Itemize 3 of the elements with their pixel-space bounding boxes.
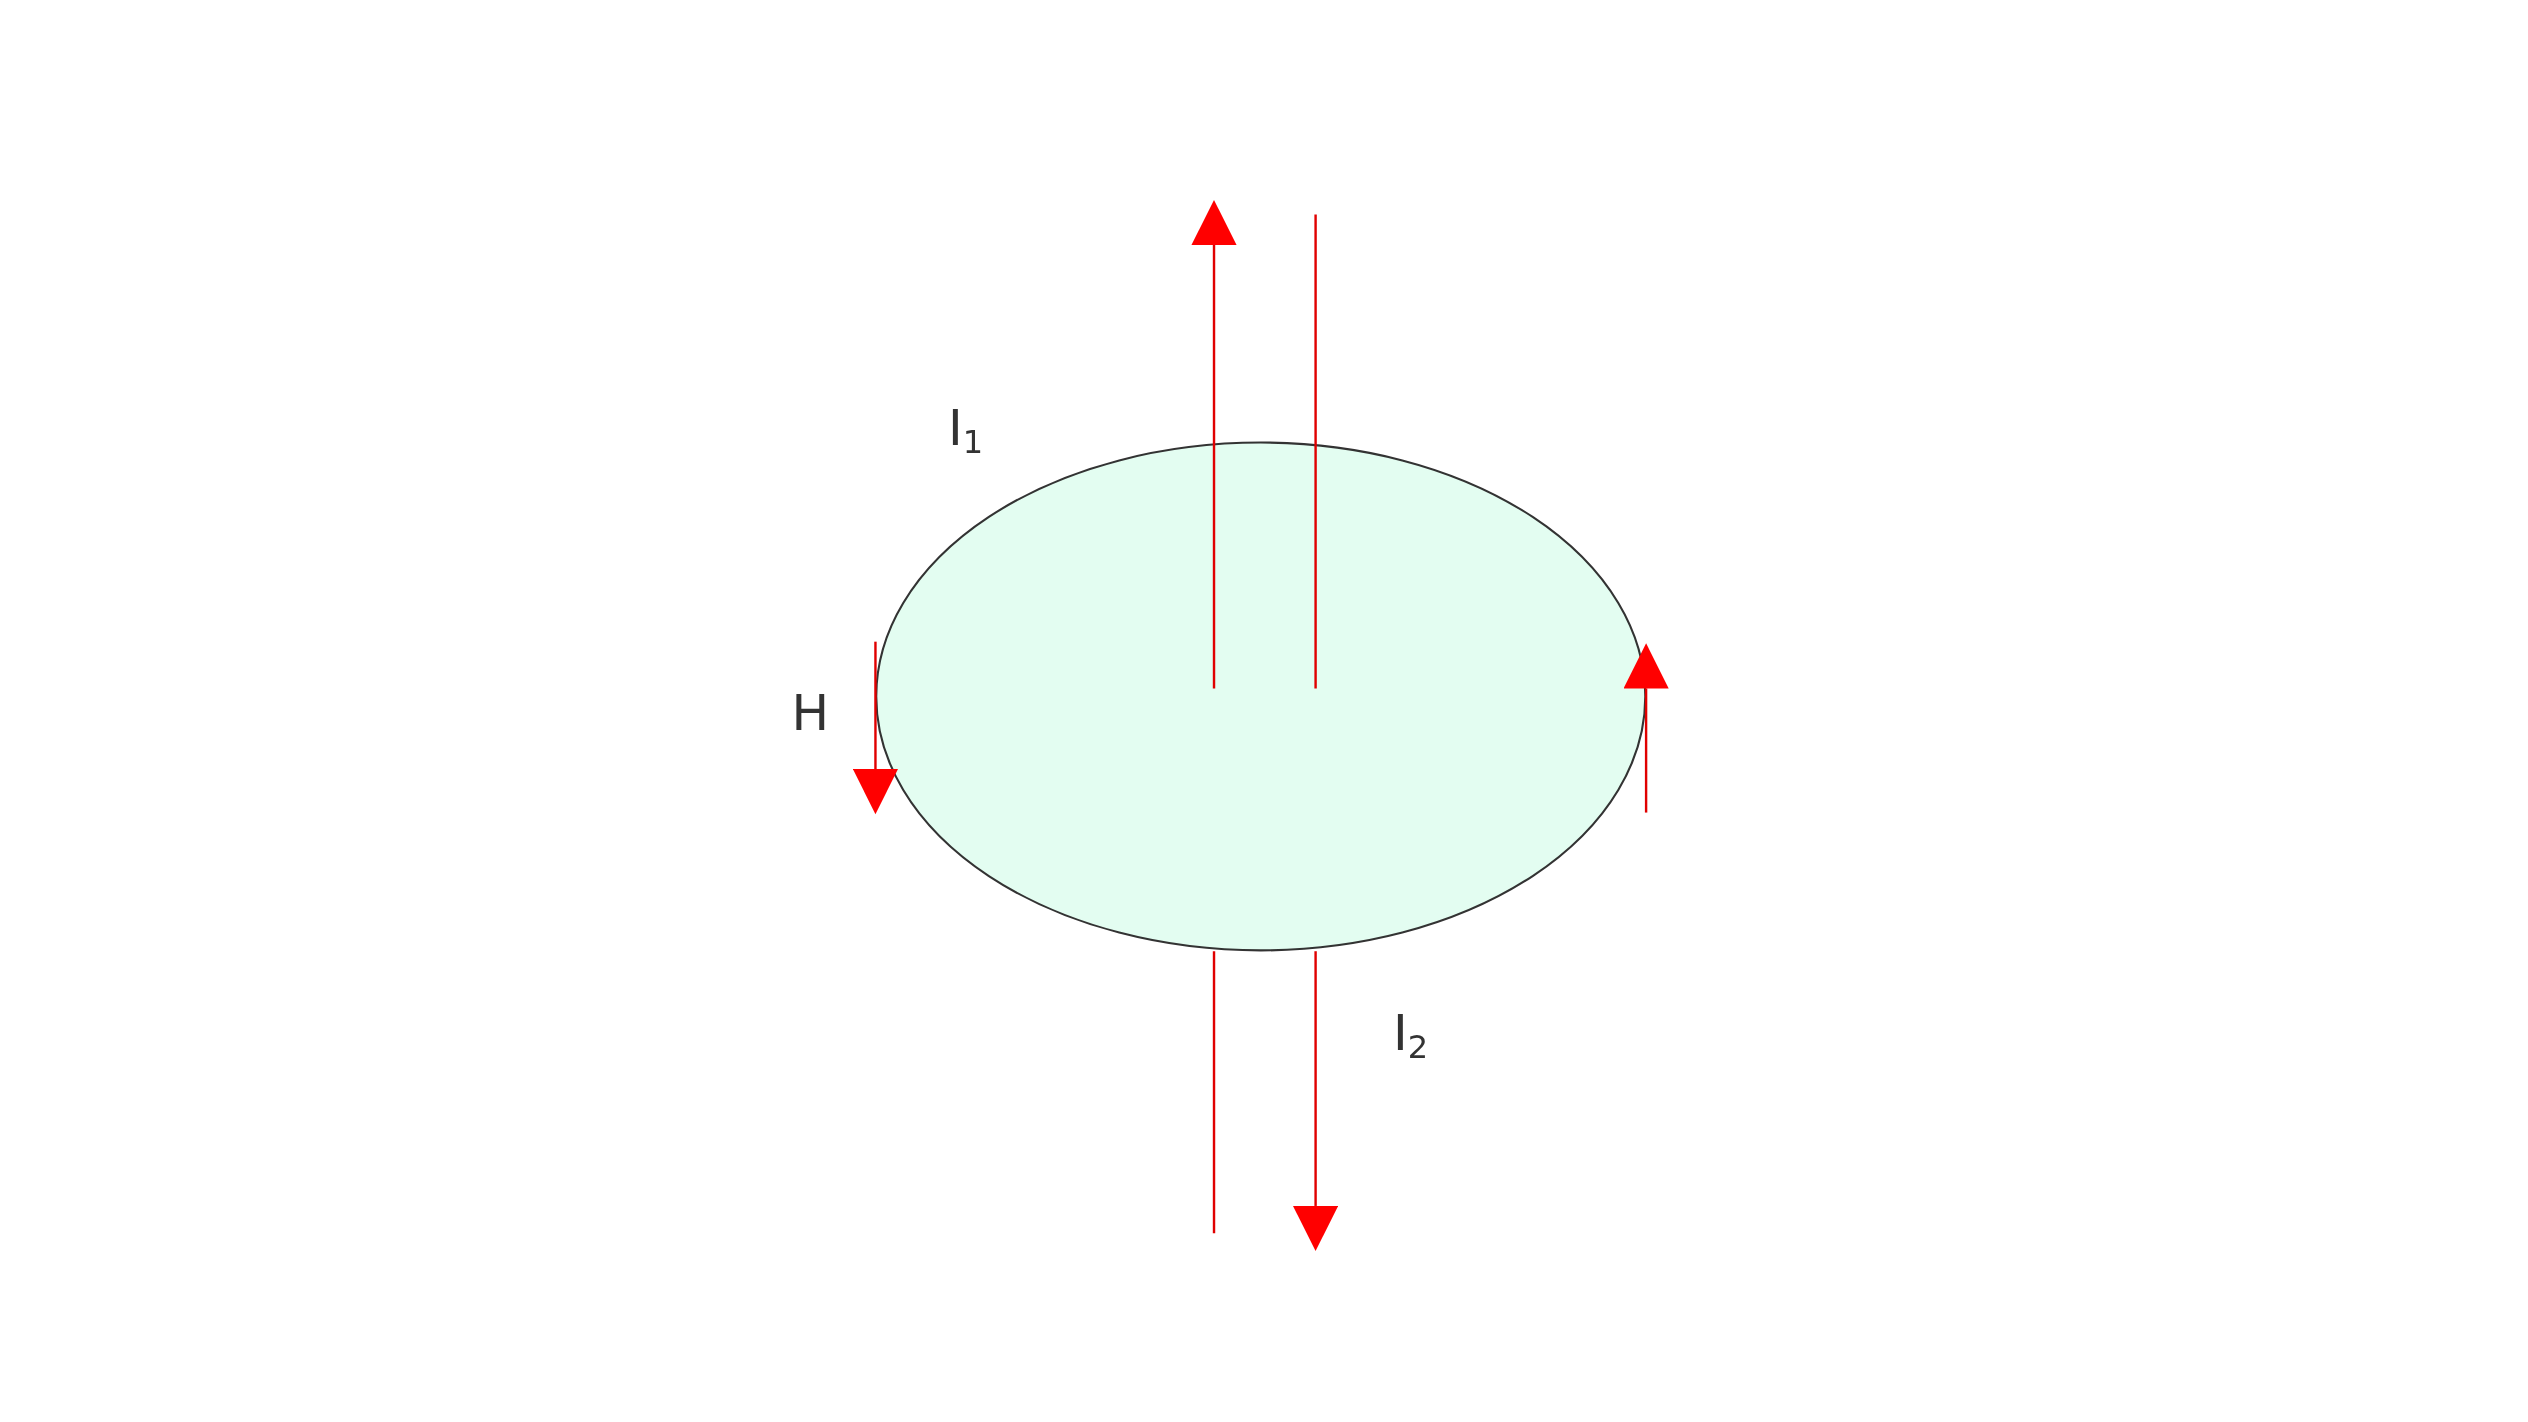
current-label: I$_{2}$ xyxy=(1392,1007,1429,1063)
current-label: I$_{1}$ xyxy=(948,403,984,459)
field-label: H xyxy=(791,688,830,739)
